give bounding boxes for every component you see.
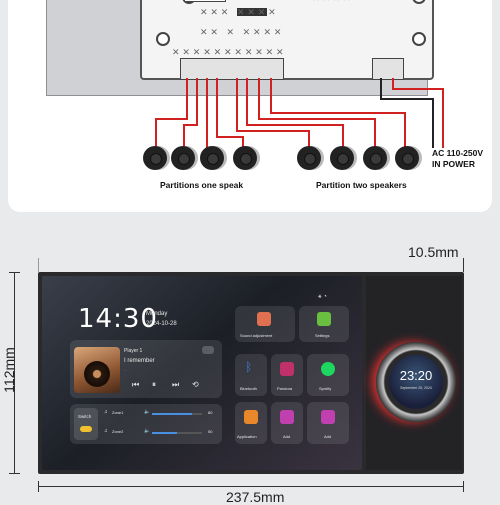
speaker: [200, 146, 224, 170]
spotify-icon: [321, 362, 335, 376]
touch-screen: 14:30 Monday 2024-10-28 Player 1 I remem…: [42, 276, 362, 470]
knob-date: September 25, 2024: [400, 386, 432, 390]
next-icon[interactable]: ⏭: [172, 380, 180, 389]
sound-icon: [257, 312, 271, 326]
app-label: Add: [324, 434, 332, 439]
knob-display: 23:20 September 25, 2024: [389, 355, 443, 409]
app-tile-add[interactable]: Add: [271, 402, 303, 444]
height-dimension: 112mm: [0, 347, 17, 393]
app-label: Settings: [315, 333, 330, 338]
width-dimension-line: [38, 486, 464, 487]
board-chip: [237, 8, 267, 16]
speaker: [363, 146, 387, 170]
app-tile-sound-adjustment[interactable]: Sound adjustment: [235, 306, 295, 342]
board-connector: [184, 0, 226, 2]
speaker: [143, 146, 167, 170]
song-title: I remember: [124, 358, 155, 364]
speaker: [330, 146, 354, 170]
player-menu-button[interactable]: [202, 346, 214, 354]
power-label-line2: IN POWER: [432, 159, 475, 169]
zone2-volume-fill: [152, 432, 177, 434]
depth-dimension: 10.5mm: [408, 244, 459, 260]
switch-toggle[interactable]: [80, 426, 92, 432]
app-tile-bluetooth[interactable]: ᛒ Bluetooth: [235, 354, 267, 396]
zone2-name: Zone2: [112, 429, 124, 434]
app-label: Spotify: [319, 386, 332, 391]
knob-time: 23:20: [399, 368, 433, 383]
bluetooth-icon: ᛒ: [245, 360, 253, 374]
app-label: Add: [283, 434, 291, 439]
app-tile-application[interactable]: Application: [235, 402, 267, 444]
zone2-icon: ♫: [104, 428, 108, 434]
player-label: Player 1: [124, 348, 143, 354]
zone1-volume: 80: [208, 410, 213, 415]
settings-icon: [317, 312, 331, 326]
music-player-card[interactable]: Player 1 I remember ... ⏮ ⏸ ⏭ ⟲: [70, 340, 222, 398]
app-label: Application: [237, 434, 257, 439]
app-label: Bluetooth: [240, 386, 257, 391]
zone1-speaker-icon: 🔈: [144, 409, 151, 415]
app-label: Pandora: [277, 386, 293, 391]
clock-date: 2024-10-28: [146, 321, 177, 327]
height-dimension-line: [14, 272, 15, 474]
zone2-speaker-icon: 🔈: [144, 428, 151, 434]
speaker: [233, 146, 257, 170]
app-tile-settings[interactable]: Settings: [299, 306, 349, 342]
zone2-volume: 50: [208, 429, 213, 434]
power-label-line1: AC 110-250V: [432, 148, 484, 158]
zone2-volume-slider[interactable]: [152, 432, 202, 434]
status-icons: ⚹ ◔: [318, 294, 327, 300]
mount-hole: [156, 32, 170, 46]
speaker: [297, 146, 321, 170]
zone1-volume-fill: [152, 413, 192, 415]
add-icon: [321, 410, 335, 424]
zone1-icon: ♫: [104, 409, 108, 415]
prev-icon[interactable]: ⏮: [132, 380, 140, 389]
clock-time: 14:30: [78, 304, 158, 334]
partition-two-caption: Partition two speakers: [316, 180, 407, 190]
mount-hole: [412, 0, 426, 4]
clock-weekday: Monday: [146, 311, 168, 317]
application-icon: [244, 410, 258, 424]
repeat-icon[interactable]: ⟲: [192, 380, 199, 389]
speaker: [395, 146, 419, 170]
width-dimension: 237.5mm: [226, 489, 285, 505]
switch-label: Switch: [78, 414, 92, 419]
app-tile-pandora[interactable]: Pandora: [271, 354, 303, 396]
mount-hole: [412, 32, 426, 46]
add-icon: [280, 410, 294, 424]
app-label: Sound adjustment: [240, 333, 273, 338]
album-art: [74, 347, 120, 393]
zone1-name: Zone1: [112, 410, 124, 415]
speaker: [171, 146, 195, 170]
app-tile-add[interactable]: Add: [307, 402, 349, 444]
zone-volume-card: Switch ♫ Zone1 🔈 80 ♫ Zone2 🔈 50: [70, 404, 222, 444]
song-subtitle: ...: [124, 367, 128, 372]
app-tile-spotify[interactable]: Spotify: [307, 354, 349, 396]
pandora-icon: [280, 362, 294, 376]
speaker-terminal-block: [180, 58, 284, 80]
switch-tile[interactable]: Switch: [74, 408, 98, 440]
partition-one-caption: Partitions one speak: [160, 180, 244, 190]
pause-icon[interactable]: ⏸: [152, 380, 156, 389]
power-terminal-block: [372, 58, 404, 80]
